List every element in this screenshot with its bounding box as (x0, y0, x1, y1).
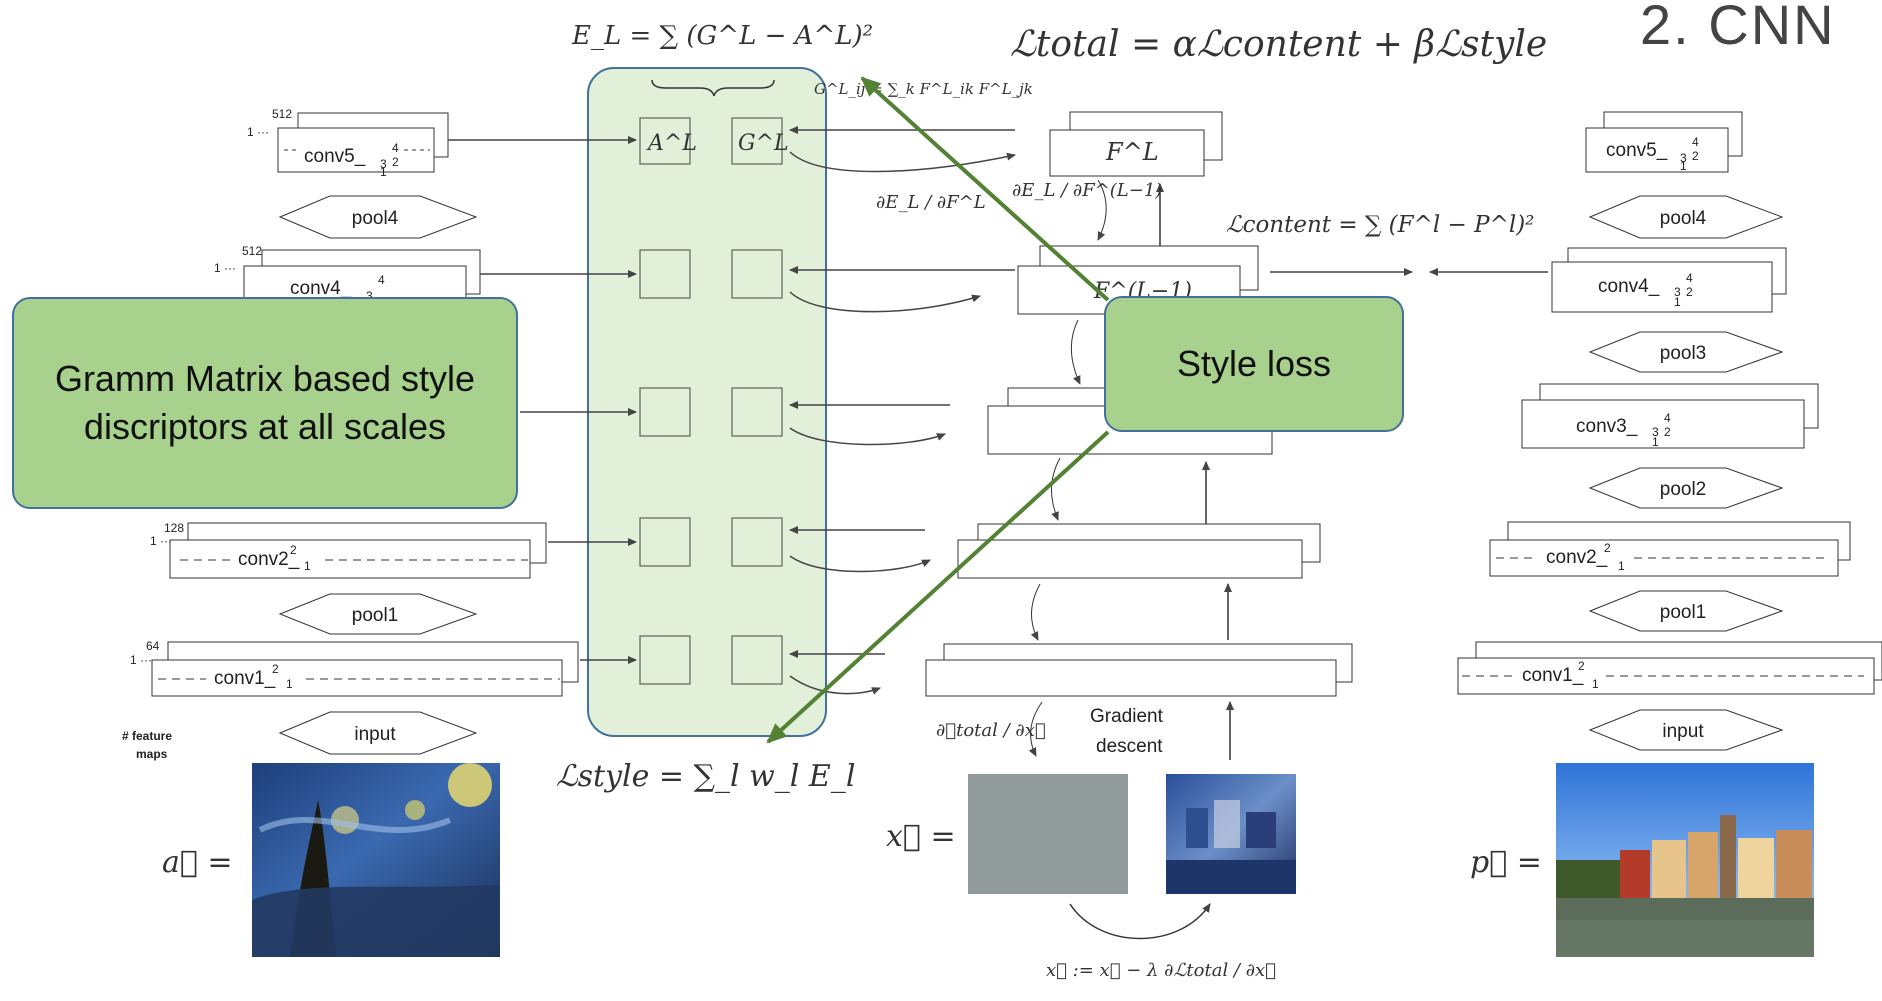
svg-text:1 ···: 1 ··· (214, 261, 236, 275)
svg-text:conv5_: conv5_ (1606, 140, 1668, 161)
svg-text:4: 4 (378, 273, 385, 287)
svg-text:pool4: pool4 (352, 208, 399, 229)
svg-text:1: 1 (304, 559, 311, 573)
feature-maps-label: # feature (122, 729, 172, 743)
style-image-label: a⃗ = (162, 845, 233, 880)
svg-text:1: 1 (1592, 677, 1599, 691)
svg-text:128: 128 (164, 521, 184, 535)
svg-text:3: 3 (1674, 285, 1681, 299)
svg-text:conv4_: conv4_ (1598, 276, 1660, 297)
noise-image (968, 774, 1128, 894)
center-to-gram-arrows (789, 126, 1016, 695)
svg-text:pool1: pool1 (352, 605, 399, 626)
style-loss-callout-text: Style loss (1176, 343, 1332, 384)
svg-text:2: 2 (1604, 541, 1611, 555)
layer-conv5: 512 1 ··· conv5_ 34 21 (247, 107, 449, 179)
svg-text:1: 1 (286, 677, 293, 691)
eq-gram: G^L_ij = ∑_k F^L_ik F^L_jk (814, 80, 1033, 98)
layer-label: conv5_ (304, 146, 366, 167)
svg-text:1 ···: 1 ··· (130, 653, 152, 667)
svg-text:conv2_: conv2_ (1546, 547, 1608, 568)
gram-matrix-callout-text: Gramm Matrix based style discriptors at … (54, 358, 476, 447)
svg-text:2: 2 (1664, 425, 1671, 439)
gradient-label-1: Gradient (1090, 706, 1164, 727)
svg-text:4: 4 (392, 141, 399, 155)
svg-text:conv4_: conv4_ (290, 278, 352, 299)
svg-text:3: 3 (380, 157, 387, 171)
eq-dltotal: ∂ℒtotal / ∂x⃗ (936, 720, 1046, 741)
svg-text:pool1: pool1 (1660, 602, 1707, 623)
svg-text:1: 1 (1680, 159, 1687, 173)
content-network: conv5_ 34 21 pool4 conv4_ 34 21 pool3 co… (1457, 111, 1882, 957)
svg-text:1: 1 (1618, 559, 1625, 573)
svg-text:conv1_: conv1_ (214, 668, 276, 689)
svg-text:3: 3 (366, 289, 373, 303)
svg-text:64: 64 (146, 639, 160, 653)
stylized-image (1166, 774, 1296, 894)
style-loss-pointers (766, 76, 1110, 744)
layer-input: input (278, 711, 478, 755)
svg-text:2: 2 (1686, 285, 1693, 299)
svg-text:3: 3 (1652, 425, 1659, 439)
svg-text:2: 2 (392, 155, 399, 169)
gram-matrix-callout: Gramm Matrix based style discriptors at … (12, 297, 518, 509)
svg-text:input: input (354, 724, 396, 745)
slide-title: 2. CNN (1640, 0, 1836, 56)
style-image (252, 763, 500, 957)
svg-text:maps: maps (136, 747, 168, 761)
svg-text:2: 2 (1578, 659, 1585, 673)
gradient-label-2: descent (1096, 736, 1163, 757)
eq-del-dfl1: ∂E_L / ∂F^(L−1) (1012, 180, 1162, 201)
svg-text:2: 2 (272, 662, 279, 676)
maps-count: 512 (272, 107, 292, 121)
layer-conv2: 128 1 ··· conv2_ 21 (150, 521, 547, 579)
svg-text:pool3: pool3 (1660, 343, 1707, 364)
eq-update: x⃗ := x⃗ − λ ∂ℒtotal / ∂x⃗ (1046, 960, 1276, 981)
eq-total: ℒtotal = αℒcontent + βℒstyle (1010, 24, 1547, 65)
left-to-gram-arrows (448, 136, 637, 664)
fl-label: F^L (1105, 138, 1159, 166)
generated-image-label: x⃗ = (886, 819, 956, 854)
svg-text:1: 1 (380, 165, 387, 179)
eq-style: ℒstyle = ∑_l w_l E_l (556, 759, 855, 794)
layer-pool1: pool1 (278, 593, 478, 635)
gram-matrix-column: A^L G^L (587, 67, 827, 737)
eq-del-dfl: ∂E_L / ∂F^L (876, 192, 986, 213)
svg-text:conv2_: conv2_ (238, 549, 300, 570)
svg-text:3: 3 (1680, 151, 1687, 165)
svg-text:conv1_: conv1_ (1522, 665, 1584, 686)
svg-text:1: 1 (1674, 295, 1681, 309)
layer-conv1: 64 1 ··· conv1_ 21 (130, 639, 579, 697)
svg-text:4: 4 (1692, 135, 1699, 149)
style-network: 512 1 ··· conv5_ 34 21 pool4 512 1 ··· c… (122, 107, 579, 957)
a-label: A^L (646, 131, 697, 156)
eq-el: E_L = ∑ (G^L − A^L)² (571, 21, 873, 51)
layer-conv4: 512 1 ··· conv4_ 34 (214, 244, 481, 303)
svg-text:512: 512 (242, 244, 262, 258)
svg-text:pool2: pool2 (1660, 479, 1707, 500)
svg-text:4: 4 (1664, 411, 1671, 425)
g-label: G^L (738, 131, 789, 156)
svg-text:1 ···: 1 ··· (150, 534, 172, 548)
eq-content: ℒcontent = ∑ (F^l − P^l)² (1226, 212, 1534, 238)
content-image (1556, 763, 1814, 957)
svg-text:2: 2 (290, 543, 297, 557)
svg-text:2: 2 (1692, 149, 1699, 163)
svg-text:1: 1 (1652, 435, 1659, 449)
svg-text:1 ···: 1 ··· (247, 125, 269, 139)
svg-text:conv3_: conv3_ (1576, 416, 1638, 437)
content-image-label: p⃗ = (1470, 845, 1542, 880)
svg-text:pool4: pool4 (1660, 208, 1707, 229)
layer-pool4: pool4 (278, 195, 478, 239)
svg-text:4: 4 (1686, 271, 1693, 285)
style-loss-callout: Style loss (1104, 296, 1404, 432)
svg-text:input: input (1662, 721, 1704, 742)
